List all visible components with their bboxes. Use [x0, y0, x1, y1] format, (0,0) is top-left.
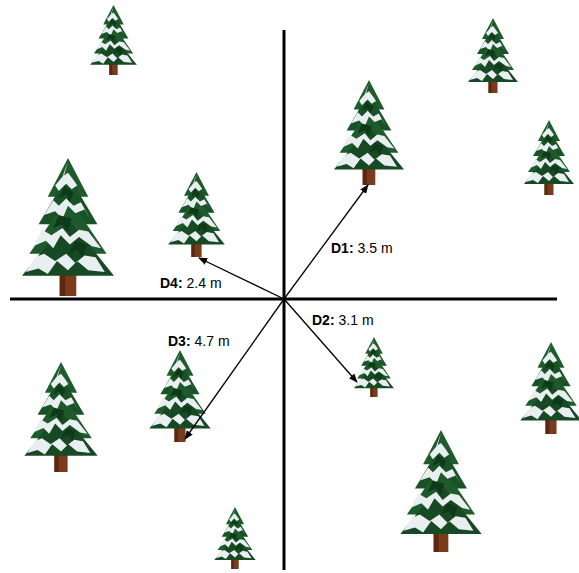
- tree: [22, 158, 114, 296]
- distance-arrow: [284, 299, 357, 382]
- tree: [524, 120, 574, 195]
- distance-value: 3.5 m: [358, 240, 393, 256]
- tree: [400, 430, 481, 552]
- distance-value: 4.7 m: [195, 333, 230, 349]
- tree: [90, 5, 137, 75]
- distance-name: D4:: [160, 275, 183, 291]
- tree: [149, 350, 210, 442]
- tree: [520, 342, 579, 434]
- distance-arrow: [284, 185, 368, 299]
- distance-value: 3.1 m: [339, 312, 374, 328]
- distance-arrow: [185, 299, 284, 439]
- tree: [214, 507, 255, 569]
- distance-value: 2.4 m: [187, 275, 222, 291]
- tree: [468, 18, 518, 93]
- tree: [24, 362, 97, 472]
- tree: [168, 172, 225, 257]
- distance-name: D1:: [331, 240, 354, 256]
- tree: [334, 80, 404, 185]
- distance-name: D2:: [312, 312, 335, 328]
- tree: [354, 337, 394, 397]
- distance-name: D3:: [168, 333, 191, 349]
